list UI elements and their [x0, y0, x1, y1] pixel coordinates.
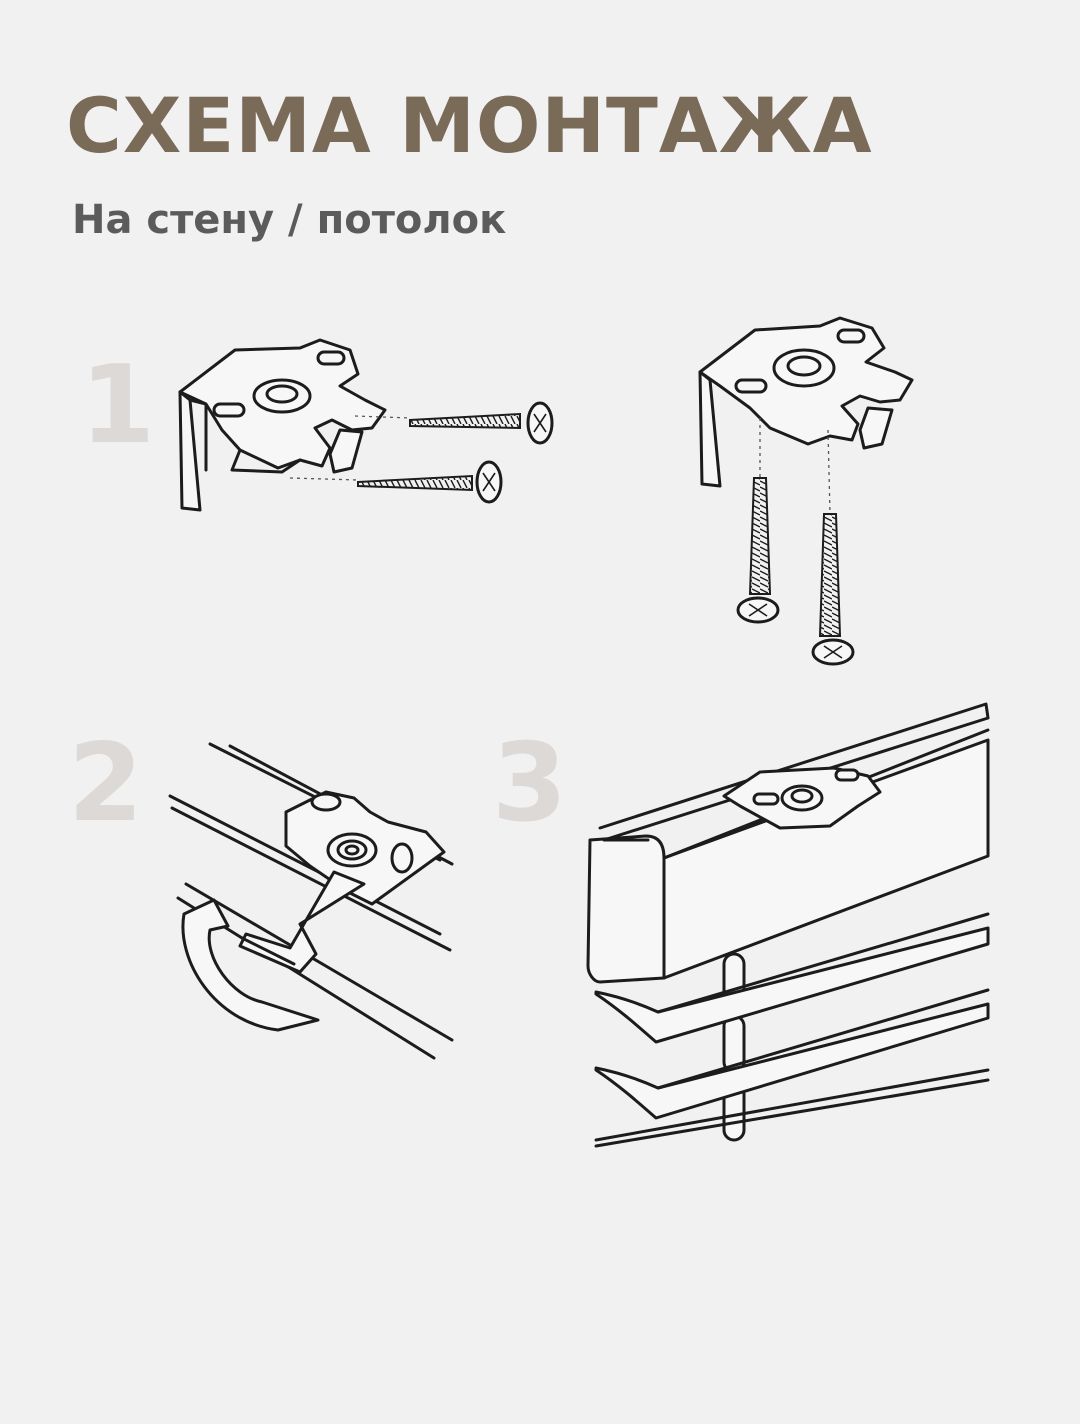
step-1-number: 1 — [80, 343, 156, 468]
vertical-screw-right — [813, 430, 853, 664]
headrail-blinds-illustration — [588, 704, 988, 1146]
step-2-number: 2 — [68, 721, 144, 846]
wall-bracket-illustration — [180, 340, 385, 510]
page-title: СХЕМА МОНТАЖА — [66, 81, 873, 170]
horizontal-screw-upper — [355, 403, 552, 443]
page-subtitle: На стену / потолок — [72, 197, 507, 243]
ceiling-bracket-illustration — [700, 318, 912, 486]
step-3-number: 3 — [492, 721, 568, 846]
horizontal-screw-lower — [290, 462, 501, 502]
vertical-screw-left — [738, 418, 778, 622]
clip-rotation-illustration — [170, 744, 452, 1058]
